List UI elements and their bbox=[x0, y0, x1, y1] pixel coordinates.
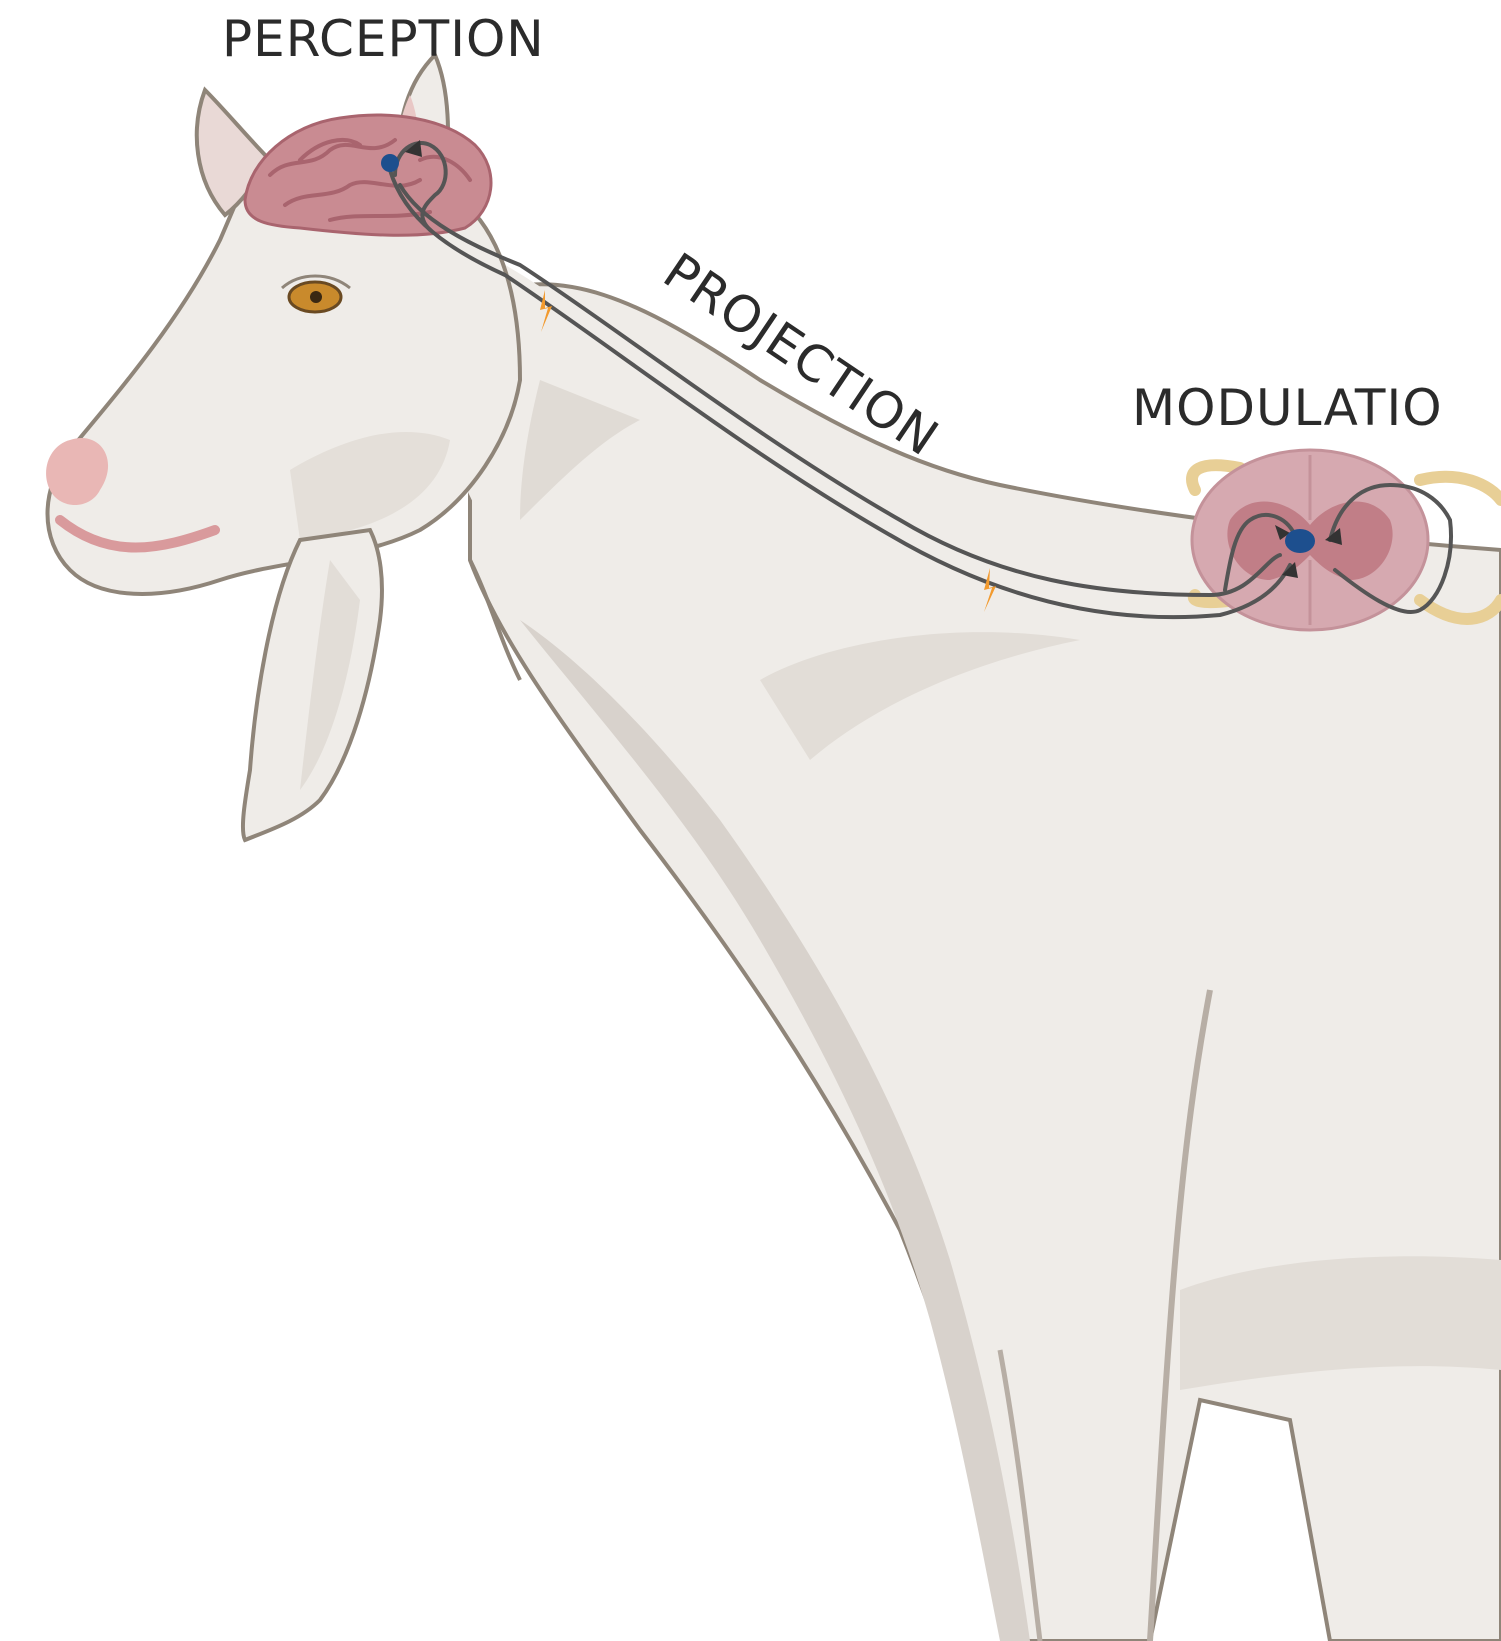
neuron-icon bbox=[381, 154, 399, 172]
goat-illustration bbox=[46, 55, 1501, 1641]
label-modulation: MODULATIO bbox=[1132, 379, 1443, 437]
neuron-icon bbox=[1285, 529, 1315, 553]
brain-icon bbox=[245, 115, 491, 235]
goat-pupil bbox=[310, 291, 322, 303]
label-perception: PERCEPTION bbox=[222, 10, 545, 68]
